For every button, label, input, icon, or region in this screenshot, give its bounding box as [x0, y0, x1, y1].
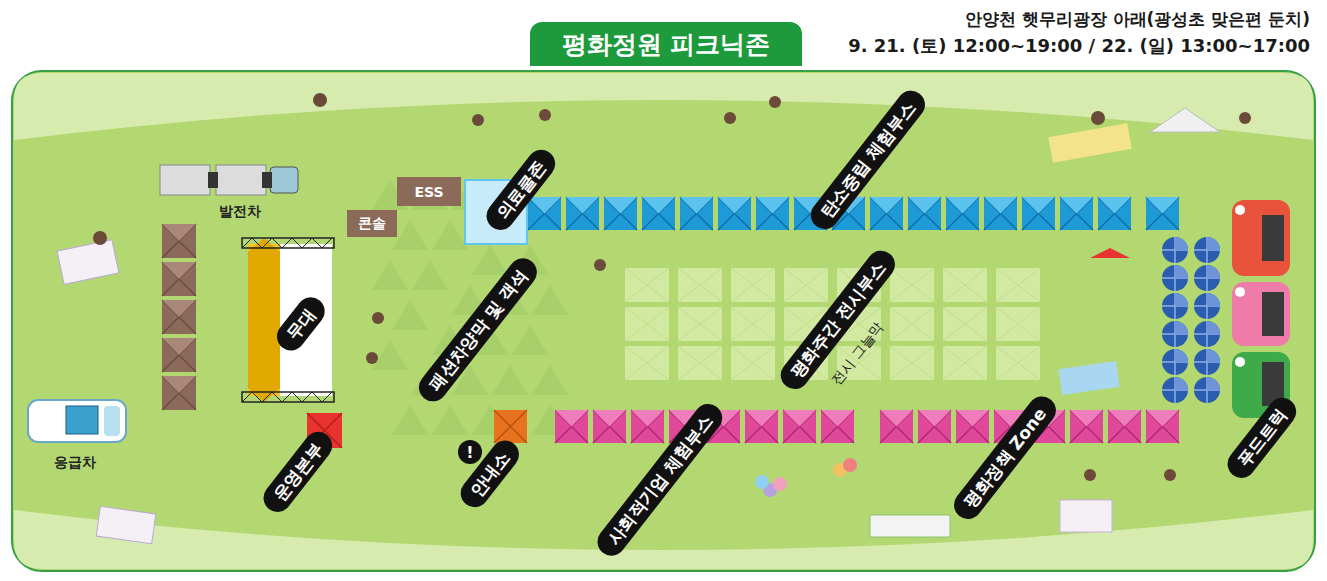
node-text: ESS — [414, 184, 443, 200]
equipment-box: 콘솔 — [347, 210, 397, 237]
node-text: 평화정원 피크닉존 — [562, 28, 771, 61]
map-label: 9. 21. (토) 12:00~19:00 / 22. (일) 13:00~1… — [848, 34, 1310, 58]
node-text: 콘솔 — [358, 215, 386, 233]
map-label: 발전차 — [219, 203, 261, 221]
info-icon: ! — [458, 440, 482, 464]
food-trucks — [1232, 200, 1290, 418]
equipment-box: ESS — [397, 177, 461, 206]
ambulance — [28, 400, 126, 442]
map-label: 안양천 햇무리광장 아래(광성초 맞은편 둔치) — [965, 8, 1310, 31]
title-tab: 평화정원 피크닉존 — [530, 22, 802, 66]
generator-truck — [160, 165, 298, 195]
map-label: 응급차 — [54, 454, 96, 472]
